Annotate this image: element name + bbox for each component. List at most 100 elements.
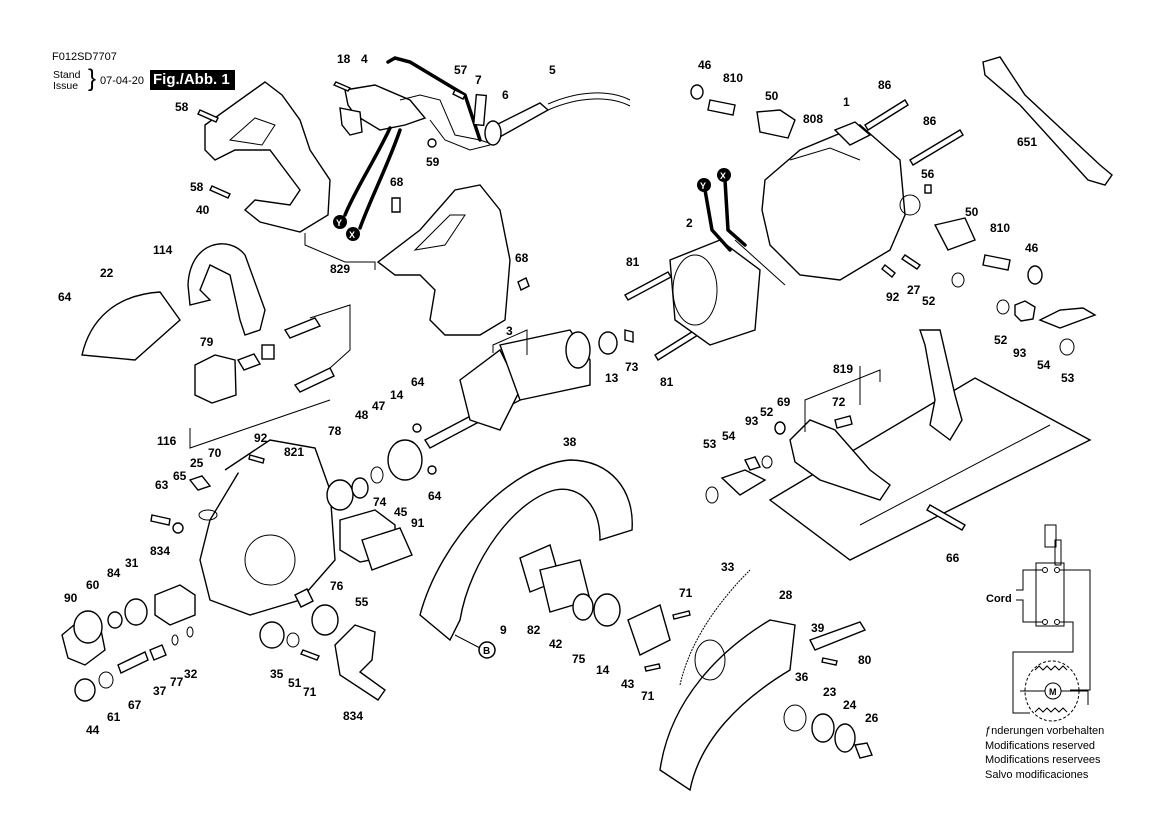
bearing-55 (311, 604, 339, 636)
label-55: 55 (355, 595, 369, 609)
label-24: 24 (843, 698, 857, 712)
disc-35 (259, 621, 285, 649)
label-81a: 81 (626, 255, 640, 269)
label-81b: 81 (660, 375, 674, 389)
note-en: Modifications reserved (985, 739, 1096, 752)
screw-86a (864, 99, 909, 131)
nut-93a (1014, 300, 1036, 322)
brace-symbol: } (88, 65, 97, 92)
note-es: Salvo modificaciones (985, 768, 1089, 781)
marker-b: B (478, 641, 496, 659)
label-114: 114 (153, 243, 173, 257)
bracket-819 (804, 366, 881, 432)
label-808: 808 (803, 112, 823, 126)
label-93b: 93 (745, 414, 759, 428)
bearing-14a (387, 439, 423, 481)
rear-handle-half (204, 81, 331, 233)
label-32: 32 (184, 667, 198, 681)
label-59: 59 (426, 155, 440, 169)
cap-46a (690, 84, 704, 100)
label-35: 35 (270, 667, 284, 681)
label-810b: 810 (990, 221, 1010, 235)
label-91: 91 (411, 516, 425, 530)
oring-61 (98, 671, 114, 689)
brush-810a (707, 99, 736, 116)
label-57: 57 (454, 63, 468, 77)
label-64c: 64 (428, 489, 442, 503)
plug-44 (74, 678, 96, 702)
screw-92a (881, 264, 896, 278)
note-de: ƒnderungen vorbehalten (985, 725, 1105, 737)
label-42: 42 (549, 637, 563, 651)
label-116: 116 (157, 434, 177, 448)
screw-57 (452, 89, 466, 100)
bolt-26 (854, 742, 873, 759)
label-92b: 92 (254, 431, 268, 445)
svg-text:Y: Y (700, 181, 706, 191)
washer-52c (761, 455, 773, 469)
label-69: 69 (777, 395, 791, 409)
marker-x-left: X (346, 227, 360, 241)
label-46a: 46 (698, 58, 712, 72)
stand-label: Stand (53, 69, 81, 81)
figure-label: Fig./Abb. 1 (150, 70, 235, 90)
label-54a: 54 (1037, 358, 1051, 372)
svg-text:X: X (349, 230, 355, 240)
label-829: 829 (330, 262, 350, 276)
label-40: 40 (196, 203, 210, 217)
screw-64c (427, 465, 437, 475)
clip-76 (294, 588, 314, 608)
label-48: 48 (355, 408, 369, 422)
label-834b: 834 (343, 709, 363, 723)
oring-60 (73, 610, 103, 644)
label-26: 26 (865, 711, 879, 725)
label-14a: 14 (390, 388, 404, 402)
label-78: 78 (328, 424, 342, 438)
oring-70 (198, 509, 218, 521)
label-27: 27 (907, 283, 921, 297)
spring-37 (149, 644, 167, 661)
label-9: 9 (500, 623, 507, 637)
label-67: 67 (128, 698, 142, 712)
label-51: 51 (288, 676, 302, 690)
lever-54a (1038, 307, 1097, 329)
auxiliary-handle (187, 243, 266, 336)
motor-housing (761, 121, 921, 281)
stand-issue-label: Stand Issue (53, 70, 80, 92)
screw-59 (427, 138, 437, 148)
screw-71b (672, 610, 691, 620)
label-65: 65 (173, 469, 187, 483)
wrench (982, 56, 1113, 186)
label-651: 651 (1017, 135, 1037, 149)
screw-71c (644, 663, 661, 672)
sleeve-48 (351, 477, 369, 499)
svg-text:B: B (483, 646, 490, 657)
label-84: 84 (107, 566, 121, 580)
screw-81a (624, 271, 672, 301)
label-72: 72 (832, 395, 846, 409)
bevel-bracket (789, 419, 891, 501)
label-71a: 71 (303, 685, 317, 699)
wiring-diagram: M Cord (986, 524, 1091, 722)
nut-93b (744, 456, 761, 471)
bearing-13 (598, 331, 618, 355)
label-79: 79 (200, 335, 214, 349)
lock-block (194, 354, 237, 404)
marker-y-left: Y (333, 215, 347, 229)
washer-52b (996, 299, 1010, 315)
spring (236, 353, 262, 371)
note-fr: Modifications reservees (985, 754, 1101, 766)
label-75: 75 (572, 652, 586, 666)
bearing-31 (124, 598, 148, 626)
gear-834a (154, 584, 196, 626)
label-4: 4 (361, 52, 368, 66)
label-31: 31 (125, 556, 139, 570)
screw-68a (391, 197, 401, 213)
cord-label: Cord (986, 593, 1012, 605)
label-50a: 50 (765, 89, 779, 103)
holder-50b (933, 217, 976, 251)
label-47: 47 (372, 399, 386, 413)
ring-32 (186, 626, 194, 638)
label-39: 39 (811, 621, 825, 635)
